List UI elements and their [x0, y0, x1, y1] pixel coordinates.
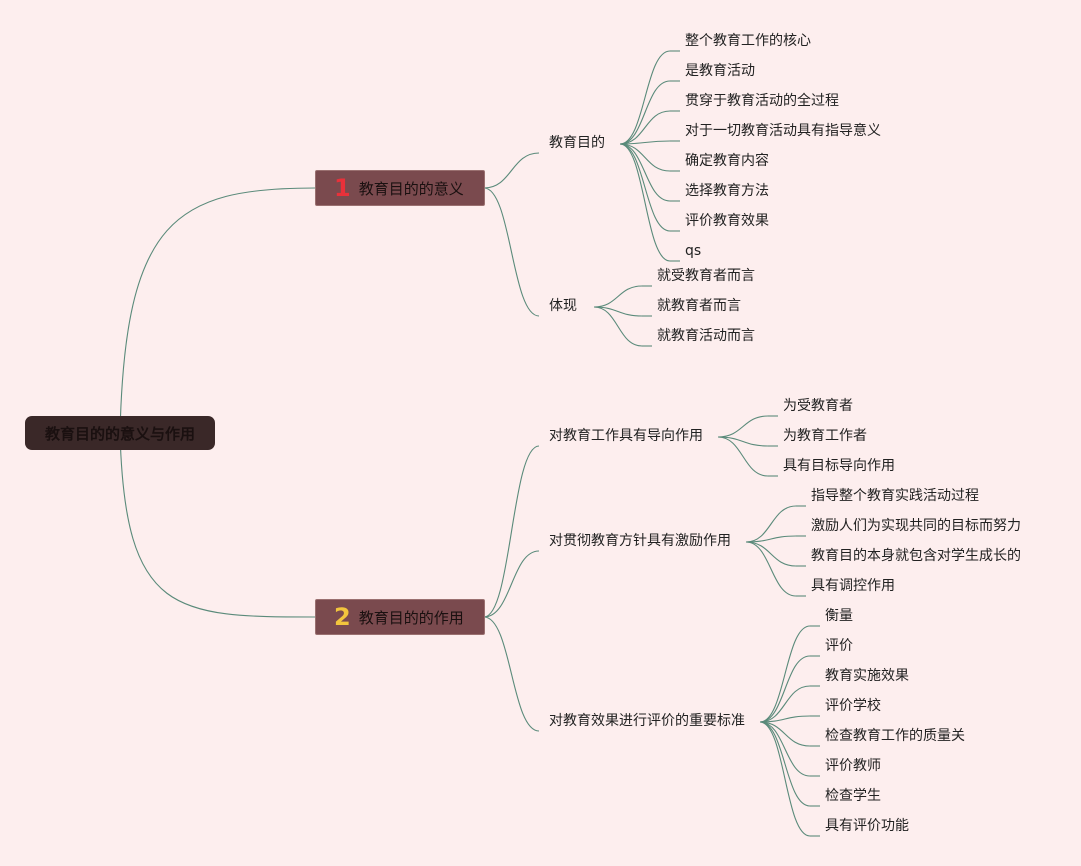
leaf-node[interactable]: 是教育活动: [685, 63, 755, 79]
root-label: 教育目的的意义与作用: [44, 424, 195, 443]
leaf-node[interactable]: 对于一切教育活动具有指导意义: [685, 123, 881, 139]
connector-leaf: [745, 505, 797, 543]
leaf-node[interactable]: 确定教育内容: [685, 153, 769, 169]
subtopic-node[interactable]: 对教育效果进行评价的重要标准: [549, 713, 745, 729]
connector-leaf: [759, 685, 811, 723]
connector-leaf: [593, 285, 643, 308]
connector-leaf: [619, 80, 671, 145]
connector-leaf: [759, 721, 811, 837]
branch-2-label: 教育目的的作用: [358, 608, 464, 627]
root-node[interactable]: 教育目的的意义与作用: [25, 416, 215, 450]
leaf-node[interactable]: 检查学生: [825, 788, 881, 804]
subtopic-node[interactable]: 教育目的: [549, 135, 605, 151]
connector-branch-2-sub-1: [483, 445, 540, 618]
leaf-node[interactable]: 具有调控作用: [811, 578, 895, 594]
connector-leaf: [759, 655, 811, 723]
leaf-node[interactable]: 教育目的本身就包含对学生成长的: [811, 548, 1021, 564]
connector-branch-1-sub-1: [483, 152, 540, 189]
leaf-node[interactable]: 就教育活动而言: [657, 328, 755, 344]
leaf-node[interactable]: qs: [685, 243, 702, 259]
branch-2-node[interactable]: 2 教育目的的作用: [315, 599, 485, 635]
connector-leaf: [717, 436, 769, 477]
leaf-node[interactable]: 为受教育者: [783, 398, 853, 414]
leaf-node[interactable]: 评价教师: [825, 758, 881, 774]
leaf-node[interactable]: 指导整个教育实践活动过程: [811, 488, 979, 504]
connector-branch-2-sub-2: [483, 550, 540, 618]
leaf-node[interactable]: 评价: [825, 638, 853, 654]
leaf-node[interactable]: 教育实施效果: [825, 668, 909, 684]
subtopic-node[interactable]: 对教育工作具有导向作用: [549, 428, 703, 444]
connector-leaf: [619, 110, 671, 145]
leaf-node[interactable]: 检查教育工作的质量关: [825, 728, 965, 744]
leaf-node[interactable]: 具有目标导向作用: [783, 458, 895, 474]
connector-leaf: [593, 306, 643, 347]
leaf-node[interactable]: 整个教育工作的核心: [685, 33, 811, 49]
branch-1-node[interactable]: 1 教育目的的意义: [315, 170, 485, 206]
connector-leaf: [619, 143, 671, 262]
connector-leaf: [745, 535, 797, 543]
connector-root-branch-2: [119, 432, 316, 618]
connector-root-branch-1: [119, 187, 316, 434]
connector-leaf: [745, 541, 797, 567]
branch-2-number: 2: [334, 603, 351, 631]
leaf-node[interactable]: 贯穿于教育活动的全过程: [685, 93, 839, 109]
connector-leaf: [745, 541, 797, 597]
leaf-node[interactable]: 就受教育者而言: [657, 268, 755, 284]
leaf-node[interactable]: 评价教育效果: [685, 213, 769, 229]
branch-1-label: 教育目的的意义: [358, 179, 464, 198]
connector-leaf: [619, 140, 671, 145]
subtopic-node[interactable]: 对贯彻教育方针具有激励作用: [549, 533, 731, 549]
leaf-node[interactable]: 为教育工作者: [783, 428, 867, 444]
connector-leaf: [759, 625, 811, 723]
connector-leaf: [717, 415, 769, 438]
connector-leaf: [619, 143, 671, 202]
leaf-node[interactable]: 衡量: [825, 608, 853, 624]
connector-leaf: [619, 50, 671, 145]
leaf-node[interactable]: 选择教育方法: [685, 183, 769, 199]
leaf-node[interactable]: 具有评价功能: [825, 818, 909, 834]
leaf-node[interactable]: 就教育者而言: [657, 298, 741, 314]
connector-leaf: [759, 715, 811, 723]
leaf-node[interactable]: 评价学校: [825, 698, 881, 714]
connector-leaf: [759, 721, 811, 777]
subtopic-node[interactable]: 体现: [549, 298, 577, 314]
connector-branch-2-sub-3: [483, 616, 540, 732]
connector-branch-1-sub-2: [483, 187, 540, 317]
connector-leaf: [759, 721, 811, 747]
leaf-node[interactable]: 激励人们为实现共同的目标而努力: [811, 518, 1021, 534]
branch-1-number: 1: [334, 174, 351, 202]
